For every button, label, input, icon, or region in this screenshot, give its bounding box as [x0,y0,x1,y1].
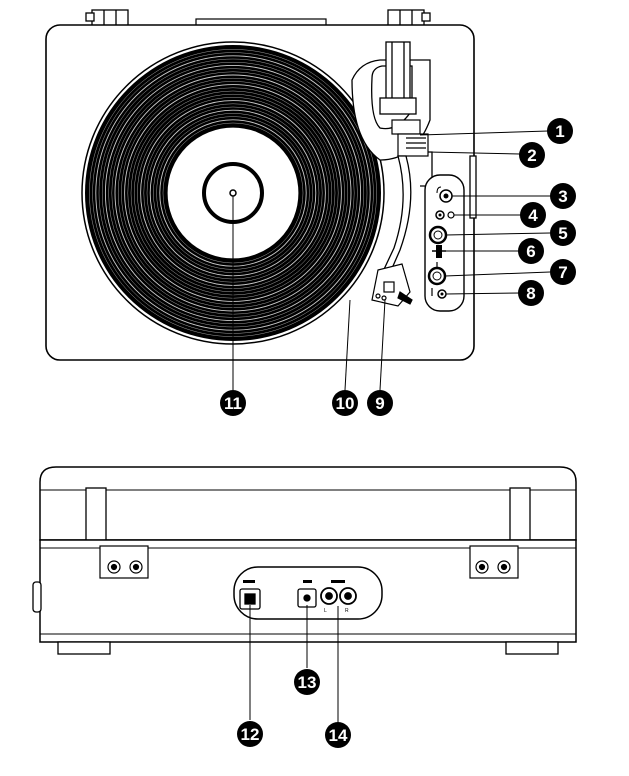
turntable-top-view [45,9,552,391]
svg-text:5: 5 [558,224,567,243]
svg-text:6: 6 [526,242,535,261]
control-panel [424,174,465,312]
callout-5: 5 [550,220,576,246]
callout-1: 1 [547,118,573,144]
foot-left [57,641,111,655]
callout-13: 13 [294,669,320,695]
callout-10: 10 [332,390,358,416]
svg-text:11: 11 [224,394,242,413]
platter [81,41,385,345]
callout-3: 3 [550,183,576,209]
callout-12: 12 [237,721,263,747]
counterweight [379,41,417,115]
svg-text:9: 9 [375,394,384,413]
out-symbol [331,580,345,583]
svg-text:4: 4 [528,206,538,225]
callout-7: 7 [550,259,576,285]
rca-out-right[interactable] [339,587,357,605]
svg-text:2: 2 [527,146,536,165]
hinge-plate-right [469,545,519,579]
headshell [371,263,413,307]
dc-in-jack[interactable] [297,588,317,608]
rca-label-r: R [345,608,349,614]
dc-symbol [303,580,312,583]
function-knob[interactable] [428,225,448,245]
side-volume-knob[interactable] [469,155,477,219]
rca-out-left[interactable] [320,587,338,605]
side-knob[interactable] [32,581,42,613]
hinge-right [387,9,431,27]
usb-symbol [243,580,255,583]
svg-text:14: 14 [329,726,348,745]
lid-profile [39,466,577,541]
callout-leader-lines-back [249,605,339,722]
turntable-back-view: L R [32,466,577,722]
callout-leader-lines [232,130,552,391]
tonearm-pivot [391,119,429,157]
callout-6: 6 [518,238,544,264]
hinge-plate-left [99,545,149,579]
callout-4: 4 [520,202,546,228]
spindle [229,189,237,197]
power-volume-knob[interactable] [427,262,447,286]
hinge-left [85,9,129,27]
callout-8: 8 [518,280,544,306]
svg-text:13: 13 [298,673,317,692]
svg-text:1: 1 [555,122,564,141]
callout-2: 2 [519,142,545,168]
svg-text:7: 7 [558,263,567,282]
svg-text:12: 12 [241,725,260,744]
svg-text:10: 10 [336,394,355,413]
callout-11: 11 [220,390,246,416]
callout-14: 14 [325,722,351,748]
callout-badges: 1 2 3 4 5 6 7 8 9 10 11 12 13 14 [220,118,576,748]
svg-text:3: 3 [558,187,567,206]
rca-label-l: L [324,608,327,614]
svg-text:8: 8 [526,284,535,303]
foot-right [505,641,559,655]
callout-9: 9 [367,390,393,416]
